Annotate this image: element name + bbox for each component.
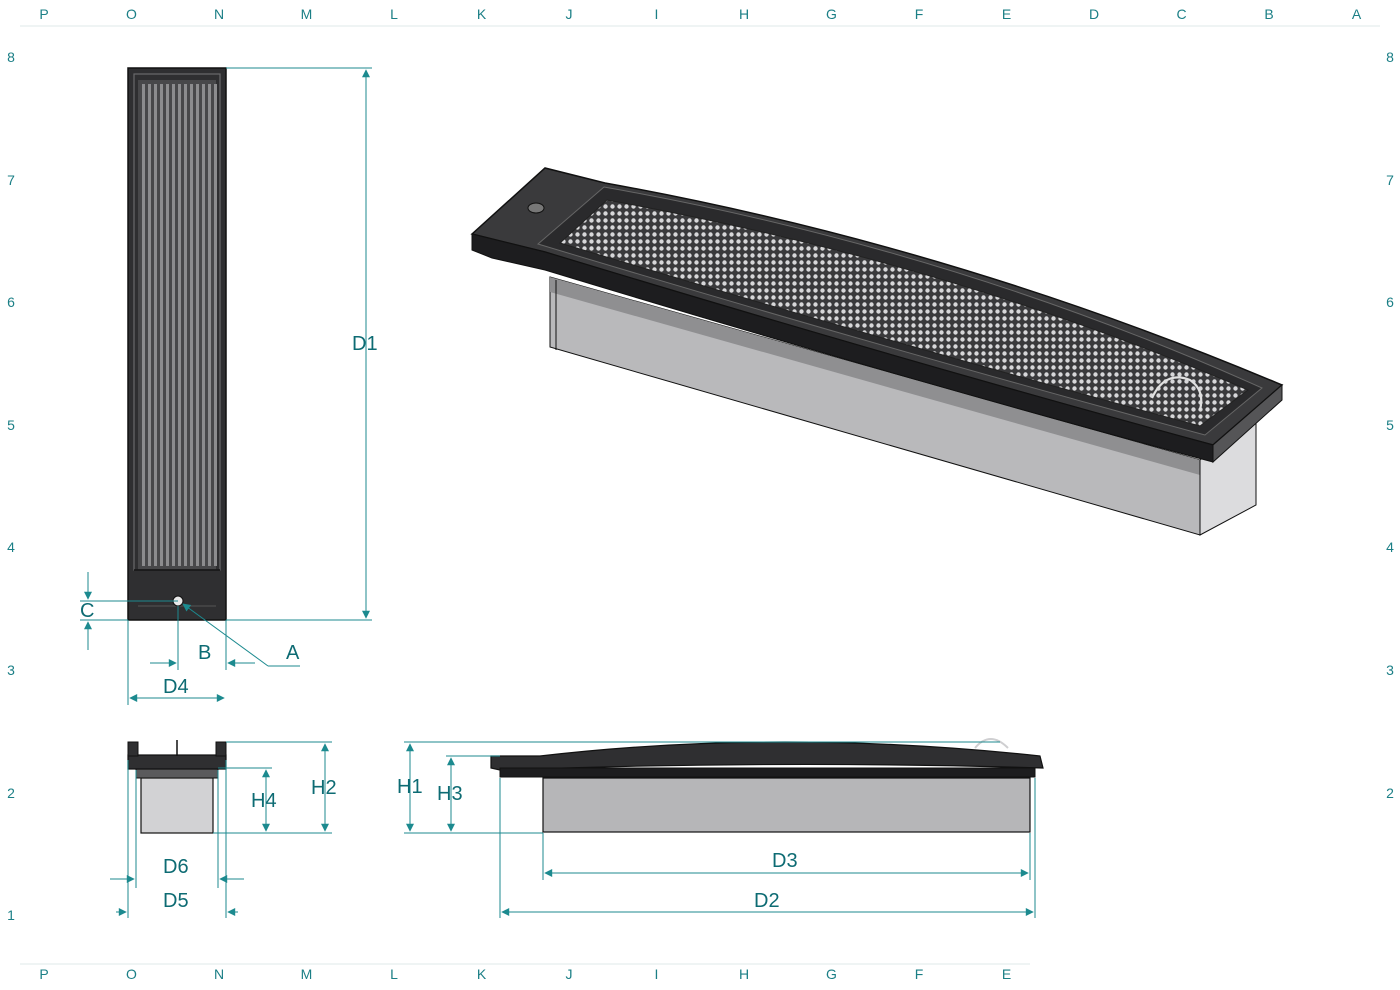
- dimension-h1-label: H1: [397, 776, 423, 798]
- isometric-view: [470, 167, 1284, 536]
- grate-ribs: [142, 84, 217, 566]
- grid-top-letter-10: F: [914, 6, 924, 22]
- dimension-b-label: B: [198, 642, 212, 664]
- grid-bottom-letter-5: K: [476, 966, 487, 982]
- grid-left-number-3: 5: [7, 416, 15, 433]
- grid-top-letter-15: A: [1351, 6, 1362, 22]
- grate-rib: [172, 84, 175, 566]
- dimension-d2-label: D2: [754, 890, 780, 912]
- grid-top-letter-13: C: [1176, 6, 1187, 22]
- grid-bottom-letter-6: J: [565, 966, 573, 982]
- grid-top-letter-0: P: [39, 6, 49, 22]
- dimension-h4-label: H4: [251, 790, 277, 812]
- dimension-d1-label: D1: [352, 333, 378, 355]
- grid-top-letter-12: D: [1088, 6, 1100, 22]
- grid-bottom-letter-8: H: [738, 966, 750, 982]
- grid-bottom-letter-11: E: [1001, 966, 1012, 982]
- grid-left-number-6: 2: [7, 784, 15, 801]
- top-view: [127, 67, 227, 621]
- grid-bottom-letter-7: I: [654, 966, 659, 982]
- grid-right-number-1: 7: [1386, 171, 1394, 188]
- end-view: [127, 740, 227, 834]
- grid-right-number-3: 5: [1386, 416, 1394, 433]
- grid-left-number-5: 3: [7, 662, 15, 678]
- grid-top-letter-11: E: [1001, 6, 1012, 22]
- grid-top-letter-4: L: [390, 6, 398, 22]
- grid-bottom-letter-10: F: [914, 966, 924, 982]
- grid-bottom-letter-1: O: [126, 966, 137, 982]
- grate-rib: [184, 84, 187, 566]
- grid-bottom-letter-3: M: [300, 966, 313, 982]
- dimension-d5-label: D5: [163, 890, 189, 912]
- grid-right-number-5: 3: [1386, 662, 1394, 678]
- grate-rib: [196, 84, 199, 566]
- dimension-a-label: A: [286, 642, 300, 664]
- grate-rib: [166, 84, 169, 566]
- dimension-h3-label: H3: [437, 783, 463, 805]
- grid-top-letter-6: J: [565, 6, 573, 22]
- dimension-h2-label: H2: [311, 777, 337, 799]
- grid-top-letter-1: O: [126, 6, 137, 22]
- dimension-lines: [80, 67, 1036, 918]
- dimension-d6-label: D6: [163, 856, 189, 878]
- grid-right-number-6: 2: [1386, 784, 1394, 801]
- grate-rib: [154, 84, 157, 566]
- grid-bottom-letter-4: L: [390, 966, 398, 982]
- grate-rib: [214, 84, 217, 566]
- grate-rib: [142, 84, 145, 566]
- grid-top-letter-9: G: [826, 6, 837, 22]
- grate-rib: [160, 84, 163, 566]
- grid-top-letter-3: M: [300, 6, 313, 22]
- grid-bottom-letter-9: G: [826, 966, 837, 982]
- grid-right-number-2: 6: [1386, 294, 1394, 311]
- grid-bottom-letter-0: P: [39, 966, 49, 982]
- grid-right-number-0: 8: [1386, 49, 1394, 65]
- grid-top-letter-7: I: [654, 6, 659, 22]
- grate-rib: [178, 84, 181, 566]
- grate-rib: [190, 84, 193, 566]
- dimension-d4-label: D4: [163, 676, 189, 698]
- grid-left-number-7: 1: [7, 907, 15, 924]
- grid-bottom-letter-2: N: [213, 966, 225, 982]
- grate-rib: [148, 84, 151, 566]
- grid-frame: [20, 25, 1380, 965]
- grid-left-number-1: 7: [7, 171, 15, 188]
- grate-rib: [208, 84, 211, 566]
- side-view: [490, 738, 1044, 833]
- dimension-c-label: C: [80, 600, 95, 622]
- grid-left-number-2: 6: [7, 294, 15, 311]
- dimension-d3-label: D3: [772, 850, 798, 872]
- grid-top-letter-5: K: [476, 6, 487, 22]
- grid-top-letter-14: B: [1264, 6, 1274, 22]
- grid-left-number-4: 4: [7, 539, 15, 556]
- grid-top-letter-2: N: [213, 6, 225, 22]
- grid-right-number-4: 4: [1386, 539, 1394, 556]
- grid-top-letter-8: H: [738, 6, 750, 22]
- grate-rib: [202, 84, 205, 566]
- grid-left-number-0: 8: [7, 49, 15, 65]
